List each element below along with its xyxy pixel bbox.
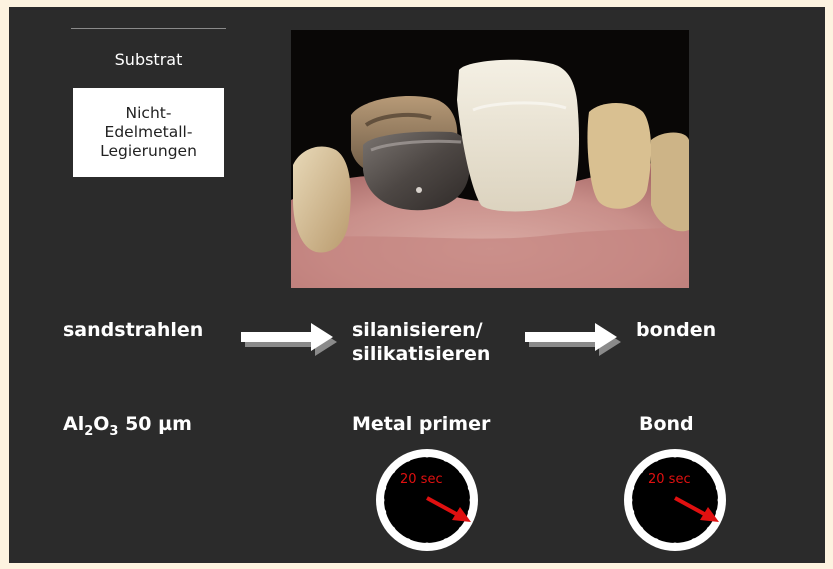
material-box: Nicht- Edelmetall- Legierungen <box>73 88 224 177</box>
dental-photo <box>291 30 689 288</box>
substrate-label: Substrat <box>71 50 226 69</box>
timer-clock-icon: 20 sec <box>372 445 482 555</box>
dental-photo-image <box>291 30 689 288</box>
timer-text: 20 sec <box>648 472 691 487</box>
slide-panel: Substrat Nicht- Edelmetall- Legierungen <box>9 7 825 563</box>
step-sandblast-label: sandstrahlen <box>63 318 203 342</box>
arrow-right-icon <box>523 320 623 360</box>
timer-clock-icon: 20 sec <box>620 445 730 555</box>
arrow-right-icon <box>239 320 339 360</box>
step-bond-material: Bond <box>639 412 694 436</box>
step-sandblast-material: Al2O3 50 µm <box>63 412 192 444</box>
step-bond-label: bonden <box>636 318 716 342</box>
material-label: Nicht- Edelmetall- Legierungen <box>100 104 197 161</box>
timer-text: 20 sec <box>400 472 443 487</box>
step-silanize-material: Metal primer <box>352 412 490 436</box>
header-divider <box>71 28 226 29</box>
step-silanize-label: silanisieren/ silikatisieren <box>352 318 490 366</box>
